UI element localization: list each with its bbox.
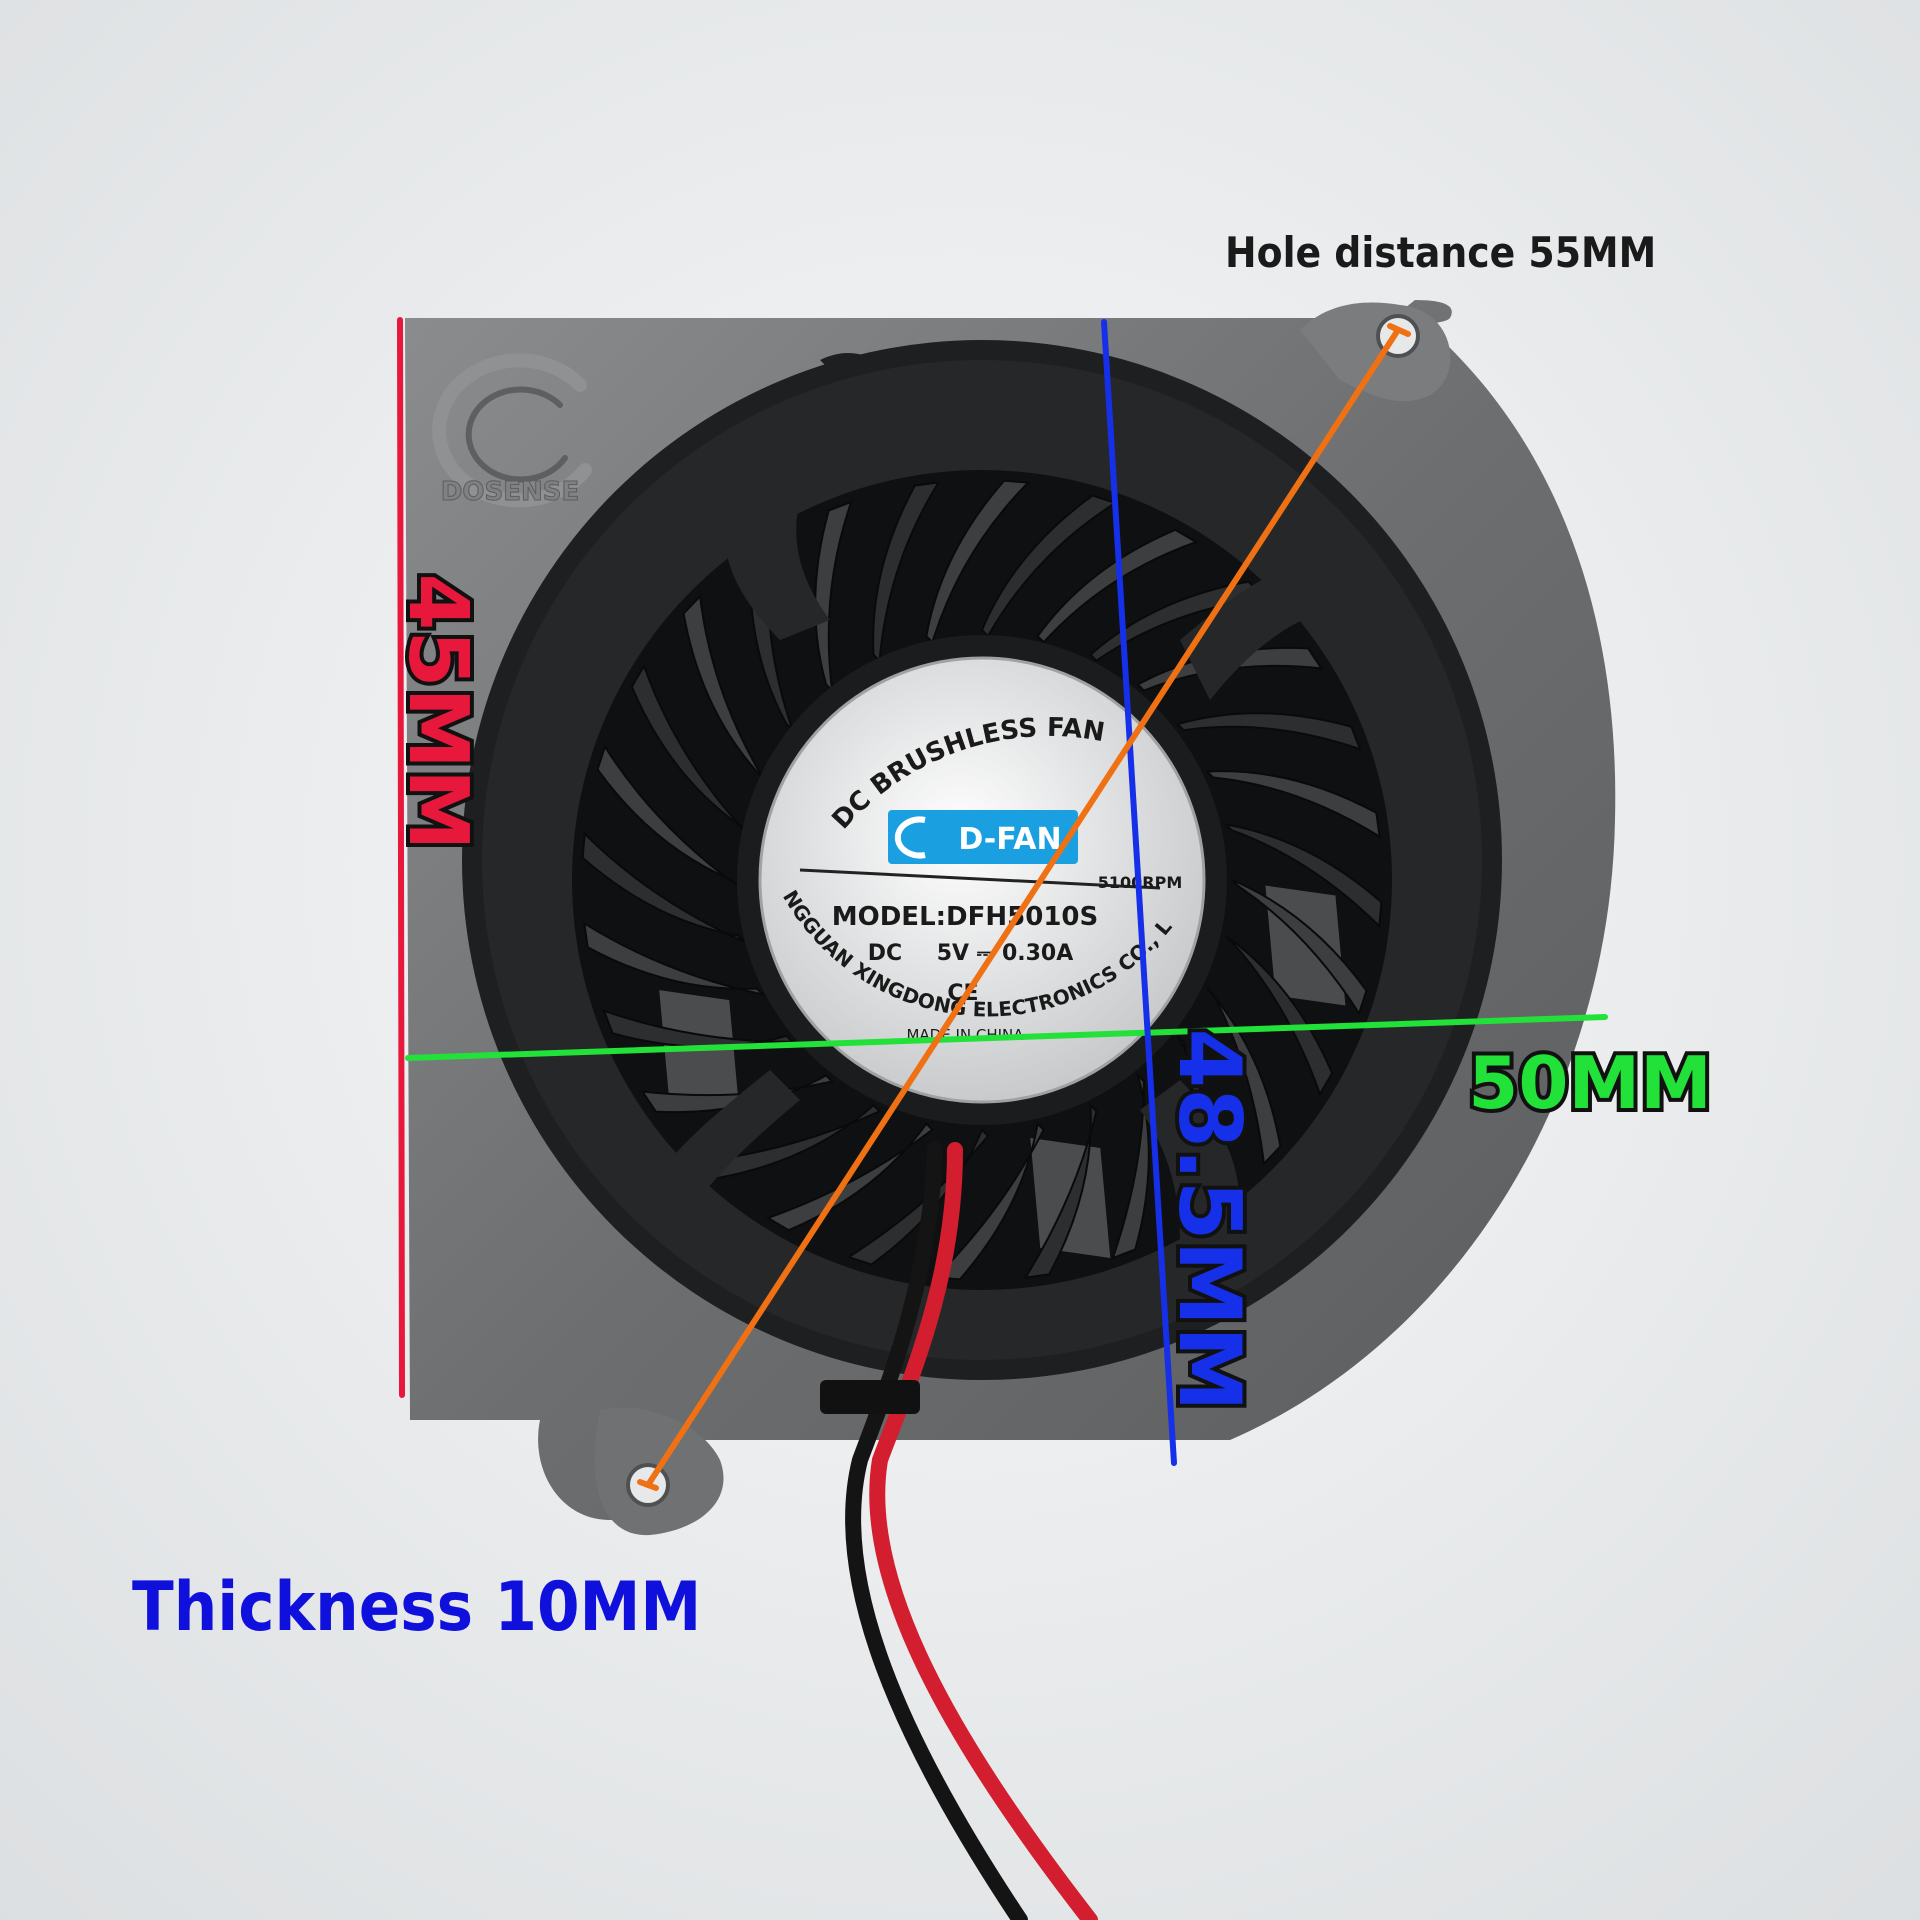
frame-spokes — [640, 470, 1330, 1250]
diameter-line — [1101, 319, 1177, 1466]
fan-impeller — [581, 479, 1383, 1281]
impeller-blade — [1136, 646, 1324, 692]
impeller-blade — [872, 481, 941, 663]
impeller-blade — [581, 831, 745, 943]
impeller-blade — [1204, 770, 1381, 839]
impeller-blade — [765, 1122, 934, 1232]
diameter-dimension-label: 48.5MM — [1159, 1028, 1259, 1411]
dimension-lines — [397, 317, 1608, 1491]
label-model: MODEL:DFH5010S — [832, 902, 1098, 932]
impeller-blade — [925, 479, 1031, 645]
hole-distance-line — [645, 327, 1401, 1488]
width-dimension-label: 50MM — [1468, 1041, 1712, 1125]
impeller-blade — [596, 744, 739, 887]
label-rating-dc: DC — [868, 941, 902, 966]
impeller-blade — [1206, 987, 1282, 1167]
svg-text:DOSENSE: DOSENSE — [441, 477, 579, 507]
label-rating-value: 5V ⎓ 0.30A — [937, 941, 1074, 966]
impeller-blade — [1231, 879, 1368, 1016]
impeller-blade — [583, 921, 766, 997]
impeller-blade — [1036, 528, 1199, 644]
hole-distance-label: Hole distance 55MM — [1225, 228, 1657, 277]
impeller-blade — [630, 663, 746, 832]
impeller-blade — [1175, 712, 1362, 751]
dfan-logo-badge — [888, 810, 1078, 864]
dfan-logo-text: D-FAN — [958, 822, 1061, 857]
thickness-label: Thickness 10MM — [132, 1568, 702, 1647]
impeller-blade — [1111, 1072, 1150, 1260]
impeller-blade — [682, 593, 764, 779]
housing-brand: DOSENSE — [432, 353, 592, 508]
impeller-blade — [1225, 934, 1334, 1097]
height-dimension-label: 45MM — [390, 573, 485, 850]
impeller-blade — [1222, 822, 1383, 929]
impeller-blade — [814, 500, 853, 694]
width-line — [405, 1014, 1608, 1061]
power-wires — [820, 1142, 1098, 1920]
impeller-blade — [1023, 1102, 1098, 1279]
height-line — [397, 317, 405, 1398]
